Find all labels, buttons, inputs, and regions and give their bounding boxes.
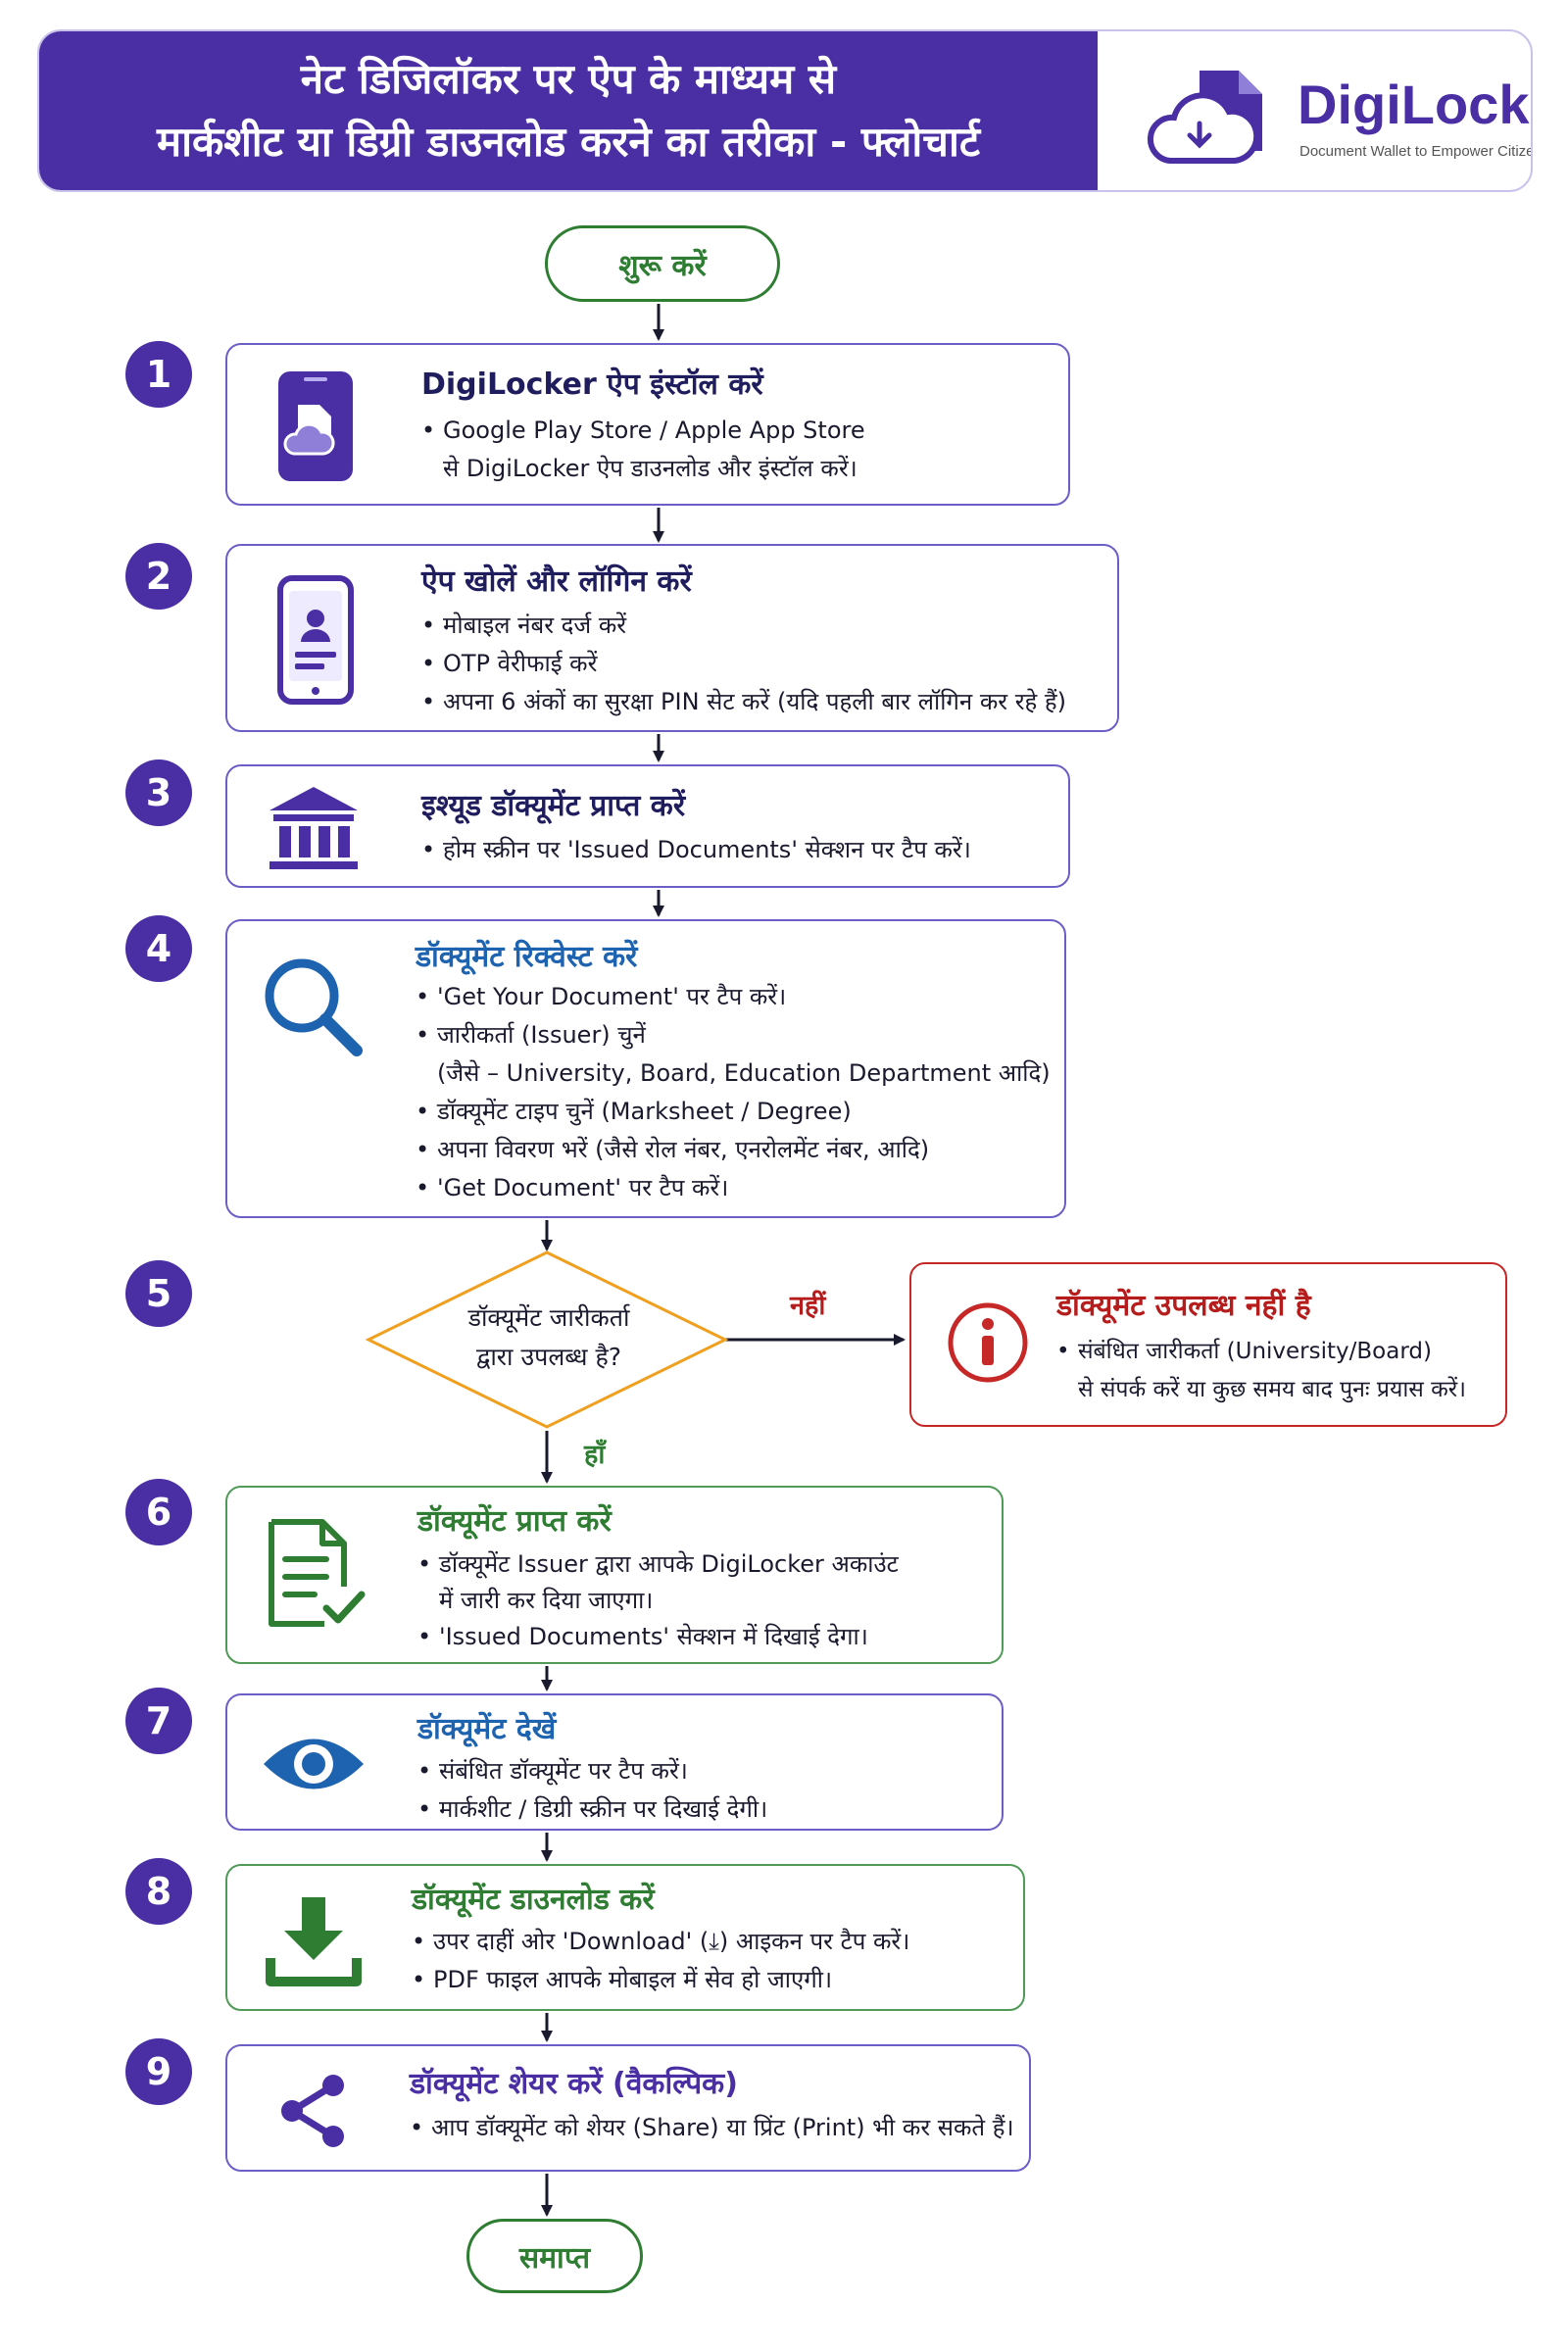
decision-yes-label: हाँ (584, 1440, 606, 1470)
decision-question-line2: द्वारा उपलब्ध है? (475, 1343, 622, 1371)
cloud-document-icon (1147, 71, 1262, 164)
step-number-5: 5 (125, 1260, 192, 1327)
step-4-line-6: 'Get Document' पर टैप करें। (416, 1169, 1051, 1207)
phone-user-icon (267, 573, 365, 707)
download-icon (257, 1886, 370, 1995)
step-1-list: Google Play Store / Apple App Store से D… (421, 412, 865, 488)
digilocker-logo: DigiLocker Document Wallet to Empower Ci… (1141, 53, 1531, 180)
step-2-box: ऐप खोलें और लॉगिन करें मोबाइल नंबर दर्ज … (225, 544, 1119, 732)
unavailable-list: संबंधित जारीकर्ता (University/Board) से … (1056, 1333, 1466, 1409)
start-label: शुरू करें (618, 248, 707, 283)
step-8-list: उपर दाहीं ओर 'Download' (⤓) आइकन पर टैप … (412, 1923, 909, 1999)
decision-diamond (365, 1250, 729, 1429)
step-7-title: डॉक्यूमेंट देखें (417, 1712, 557, 1746)
step-2-title: ऐप खोलें और लॉगिन करें (421, 564, 692, 599)
step-2-line-2: OTP वेरीफाई करें (421, 645, 1066, 683)
step-4-title: डॉक्यूमेंट रिक्वेस्ट करें (416, 940, 638, 974)
step-3-box: इश्यूड डॉक्यूमेंट प्राप्त करें होम स्क्र… (225, 764, 1070, 888)
step-4-line-5: अपना विवरण भरें (जैसे रोल नंबर, एनरोलमें… (416, 1131, 1051, 1169)
step-number-2: 2 (125, 543, 192, 610)
step-9-box: डॉक्यूमेंट शेयर करें (वैकल्पिक) आप डॉक्य… (225, 2044, 1031, 2172)
step-number-4: 4 (125, 915, 192, 982)
step-6-line-3: 'Issued Documents' सेक्शन में दिखाई देगा… (417, 1619, 899, 1655)
step-6-title: डॉक्यूमेंट प्राप्त करें (417, 1504, 612, 1539)
step-4-line-1: 'Get Your Document' पर टैप करें। (416, 978, 1051, 1016)
step-8-line-2: PDF फाइल आपके मोबाइल में सेव हो जाएगी। (412, 1961, 909, 1999)
step-7-line-2: मार्कशीट / डिग्री स्क्रीन पर दिखाई देगी। (417, 1790, 767, 1829)
end-label: समाप्त (518, 2240, 591, 2276)
step-4-line-4: डॉक्यूमेंट टाइप चुनें (Marksheet / Degre… (416, 1093, 1051, 1131)
logo-name: DigiLocker (1298, 74, 1531, 135)
header-banner: नेट डिजिलॉकर पर ऐप के माध्यम से मार्कशीट… (37, 29, 1533, 192)
step-number-7: 7 (125, 1688, 192, 1754)
start-terminal: शुरू करें (545, 225, 780, 302)
decision-question-line1: डॉक्यूमेंट जारीकर्ता (467, 1303, 630, 1332)
step-2-line-3: अपना 6 अंकों का सुरक्षा PIN सेट करें (यद… (421, 683, 1066, 721)
step-4-line-3: (जैसे – University, Board, Education Dep… (437, 1059, 1051, 1087)
unavailable-box: डॉक्यूमेंट उपलब्ध नहीं है संबंधित जारीकर… (909, 1262, 1507, 1427)
step-3-list: होम स्क्रीन पर 'Issued Documents' सेक्शन… (421, 831, 971, 869)
step-1-line-1: Google Play Store / Apple App Store (421, 412, 865, 450)
step-2-line-1: मोबाइल नंबर दर्ज करें (421, 607, 1066, 645)
step-9-list: आप डॉक्यूमेंट को शेयर (Share) या प्रिंट … (410, 2109, 1014, 2147)
header-title-line2: मार्कशीट या डिग्री डाउनलोड करने का तरीका… (156, 118, 980, 166)
header-title-band: नेट डिजिलॉकर पर ऐप के माध्यम से मार्कशीट… (39, 31, 1098, 190)
mobile-app-icon (267, 368, 365, 484)
step-8-line-1: उपर दाहीं ओर 'Download' (⤓) आइकन पर टैप … (412, 1923, 909, 1961)
step-9-line-1: आप डॉक्यूमेंट को शेयर (Share) या प्रिंट … (410, 2109, 1014, 2147)
logo-tagline: Document Wallet to Empower Citizens (1299, 143, 1533, 160)
info-icon (939, 1294, 1037, 1392)
step-number-6: 6 (125, 1479, 192, 1545)
document-check-icon (263, 1513, 370, 1635)
step-7-line-1: संबंधित डॉक्यूमेंट पर टैप करें। (417, 1752, 767, 1790)
unavailable-title: डॉक्यूमेंट उपलब्ध नहीं है (1056, 1289, 1311, 1323)
step-1-line-2: से DigiLocker ऐप डाउनलोड और इंस्टॉल करें… (443, 455, 858, 482)
step-9-title: डॉक्यूमेंट शेयर करें (वैकल्पिक) (410, 2067, 738, 2101)
step-number-1: 1 (125, 341, 192, 408)
step-3-line-1: होम स्क्रीन पर 'Issued Documents' सेक्शन… (421, 831, 971, 869)
step-6-line-1: डॉक्यूमेंट Issuer द्वारा आपके DigiLocker… (417, 1546, 899, 1583)
step-7-box: डॉक्यूमेंट देखें संबंधित डॉक्यूमेंट पर ट… (225, 1693, 1004, 1831)
step-4-list: 'Get Your Document' पर टैप करें। जारीकर्… (416, 978, 1051, 1207)
step-3-title: इश्यूड डॉक्यूमेंट प्राप्त करें (421, 789, 686, 823)
search-icon (257, 951, 367, 1060)
share-icon (263, 2068, 365, 2154)
unavailable-line-2: से संपर्क करें या कुछ समय बाद पुनः प्रया… (1078, 1377, 1466, 1402)
step-2-list: मोबाइल नंबर दर्ज करें OTP वेरीफाई करें अ… (421, 607, 1066, 721)
step-number-3: 3 (125, 760, 192, 826)
step-number-9: 9 (125, 2038, 192, 2105)
step-6-box: डॉक्यूमेंट प्राप्त करें डॉक्यूमेंट Issue… (225, 1486, 1004, 1664)
step-1-title: DigiLocker ऐप इंस्टॉल करें (421, 368, 763, 402)
step-4-line-2: जारीकर्ता (Issuer) चुनें (416, 1016, 1051, 1054)
step-6-list: डॉक्यूमेंट Issuer द्वारा आपके DigiLocker… (417, 1546, 899, 1655)
bank-building-icon (263, 780, 365, 876)
step-4-box: डॉक्यूमेंट रिक्वेस्ट करें 'Get Your Docu… (225, 919, 1066, 1218)
unavailable-line-1: संबंधित जारीकर्ता (University/Board) (1056, 1333, 1466, 1371)
step-1-box: DigiLocker ऐप इंस्टॉल करें Google Play S… (225, 343, 1070, 506)
step-8-title: डॉक्यूमेंट डाउनलोड करें (412, 1883, 655, 1917)
decision-no-label: नहीं (790, 1291, 826, 1321)
end-terminal: समाप्त (466, 2219, 643, 2293)
step-8-box: डॉक्यूमेंट डाउनलोड करें उपर दाहीं ओर 'Do… (225, 1864, 1025, 2011)
step-number-8: 8 (125, 1858, 192, 1925)
step-7-list: संबंधित डॉक्यूमेंट पर टैप करें। मार्कशीट… (417, 1752, 767, 1829)
eye-icon (257, 1723, 370, 1805)
step-6-line-2: में जारी कर दिया जाएगा। (439, 1587, 654, 1614)
decision-question: डॉक्यूमेंट जारीकर्ता द्वारा उपलब्ध है? (392, 1298, 706, 1377)
header-title-line1: नेट डिजिलॉकर पर ऐप के माध्यम से (300, 55, 837, 103)
